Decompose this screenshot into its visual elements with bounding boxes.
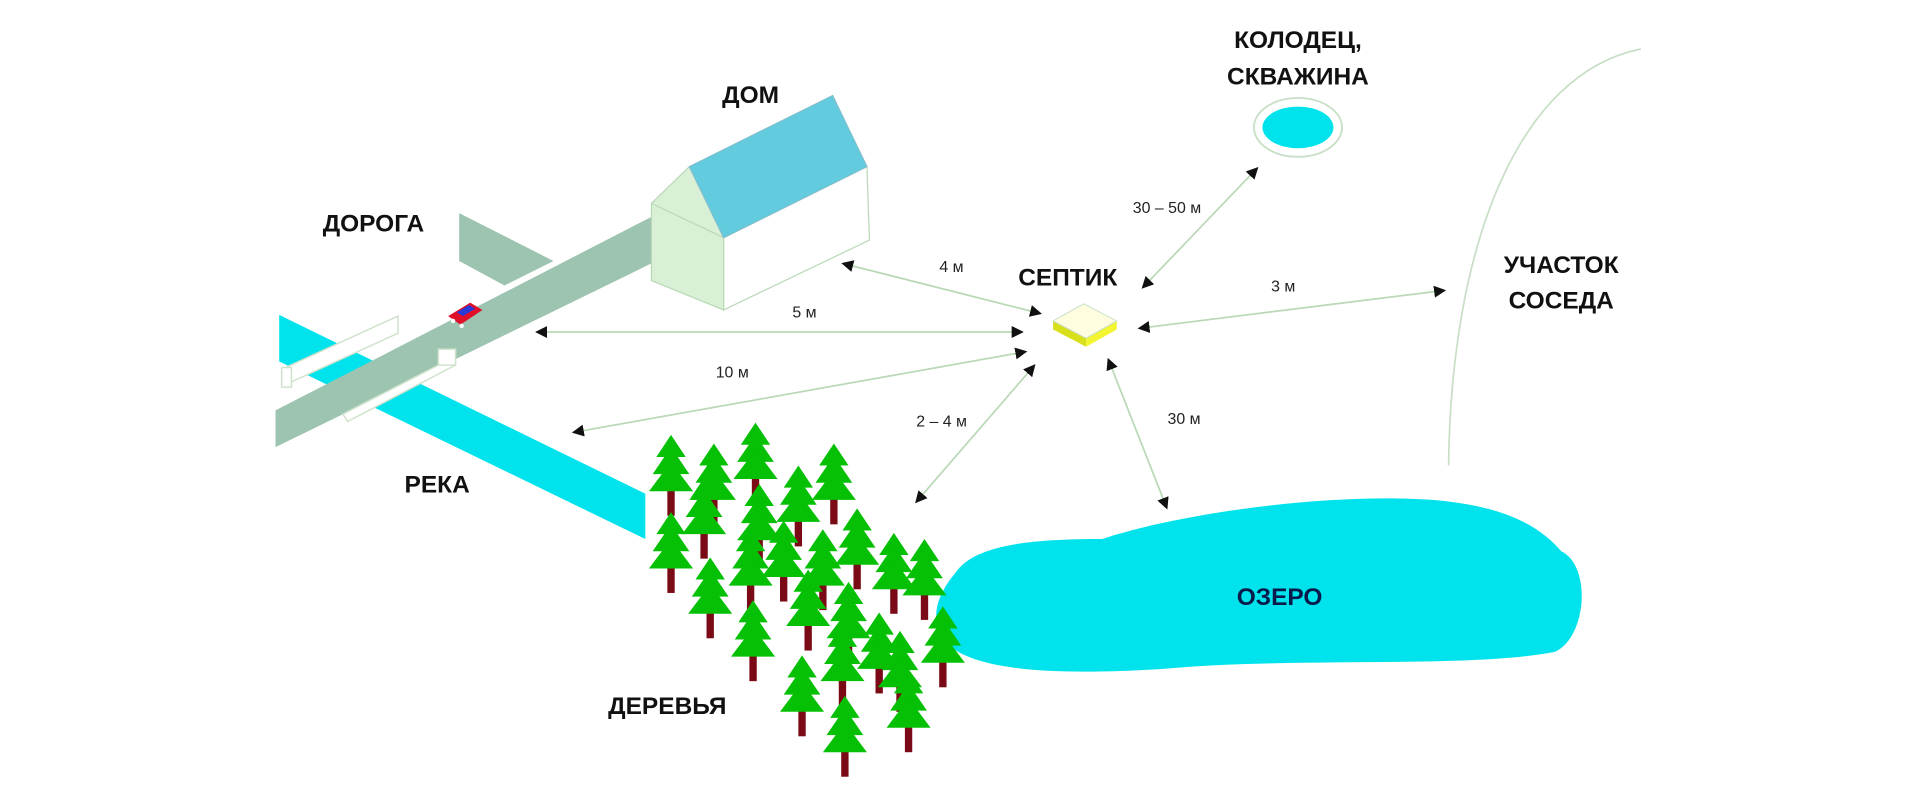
car-icon (448, 302, 483, 329)
tree-icon (682, 477, 727, 559)
label-well-line2: СКВАЖИНА (1227, 64, 1369, 91)
tree-icon (871, 532, 916, 614)
distance-lake: 30 м (1168, 411, 1201, 428)
label-neighbor-line1: УЧАСТОК (1504, 252, 1619, 279)
septic-tank (1052, 303, 1118, 347)
distance-neighbor: 3 м (1271, 279, 1295, 296)
label-trees: ДЕРЕВЬЯ (608, 693, 726, 720)
tree-icon (780, 655, 825, 737)
tree-icon (920, 606, 965, 688)
tree-icon (826, 581, 871, 663)
label-neighbor-line2: СОСЕДА (1509, 288, 1615, 315)
tree-icon (648, 434, 694, 516)
house (650, 94, 871, 311)
tree-icon (886, 671, 931, 753)
well (1252, 97, 1343, 158)
tree-icon (648, 512, 694, 593)
road (275, 213, 652, 448)
label-river: РЕКА (405, 471, 471, 498)
distance-trees: 2 – 4 м (916, 413, 967, 430)
distance-house: 4 м (939, 259, 963, 276)
tree-icon (822, 695, 867, 777)
label-lake: ОЗЕРО (1237, 584, 1323, 611)
arrow-septic-trees (915, 364, 1036, 504)
label-septic: СЕПТИК (1018, 264, 1117, 291)
tree-icon (688, 557, 733, 639)
tree-icon (776, 465, 821, 547)
label-well-line1: КОЛОДЕЦ, (1234, 27, 1362, 54)
label-road: ДОРОГА (323, 211, 425, 238)
house-roof (688, 94, 868, 239)
neighbor-boundary-line (1447, 48, 1641, 466)
tree-icon (731, 600, 776, 682)
distance-well: 30 – 50 м (1133, 200, 1201, 217)
arrow-septic-neighbor (1137, 285, 1447, 333)
tree-icon (786, 569, 831, 651)
tree-icon (761, 520, 806, 602)
arrow-septic-house (841, 260, 1042, 317)
tree-icon (820, 624, 865, 706)
trees-group (648, 422, 965, 777)
tree-icon (811, 443, 856, 525)
tree-icon (835, 508, 880, 590)
tree-icon (902, 539, 947, 620)
label-house: ДОМ (722, 82, 779, 109)
arrow-septic-lake (1106, 357, 1169, 510)
lake (936, 498, 1582, 672)
tree-icon (728, 529, 773, 611)
arrow-septic-well (1141, 166, 1259, 289)
distance-river: 10 м (716, 364, 749, 381)
distance-road: 5 м (792, 304, 816, 321)
bridge (280, 314, 457, 423)
